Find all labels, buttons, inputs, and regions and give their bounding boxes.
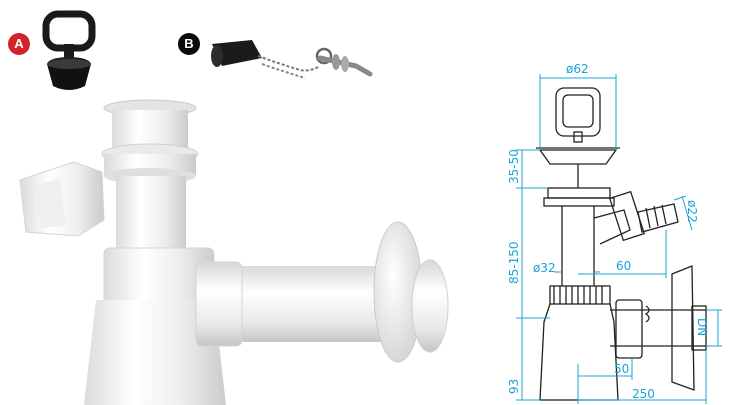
dim-bottom-height: 93 <box>507 379 521 394</box>
dim-height-middle: 85-150 <box>507 241 521 284</box>
drawing-outline <box>536 87 707 401</box>
dim-outlet-offset: 50 <box>614 362 629 376</box>
dim-top-width: ø62 <box>566 62 589 76</box>
badge-b: B <box>178 33 200 55</box>
dim-total-length: 250 <box>632 387 655 401</box>
badge-a: A <box>8 33 30 55</box>
dim-outlet-label: DN <box>695 318 709 336</box>
plug-b-image <box>211 40 373 79</box>
technical-drawing: ø62 35-50 85-150 ø32 60 ø22 DN 93 50 250 <box>507 62 722 404</box>
product-photo <box>19 10 449 405</box>
dimension-lines <box>516 74 722 404</box>
dim-pipe-diameter: ø32 <box>533 261 556 275</box>
plug-a-image <box>42 10 96 90</box>
dim-height-upper: 35-50 <box>507 149 521 184</box>
dim-hose-diameter: ø22 <box>685 200 699 223</box>
dim-branch-offset: 60 <box>616 259 631 273</box>
siphon-image <box>19 99 449 405</box>
